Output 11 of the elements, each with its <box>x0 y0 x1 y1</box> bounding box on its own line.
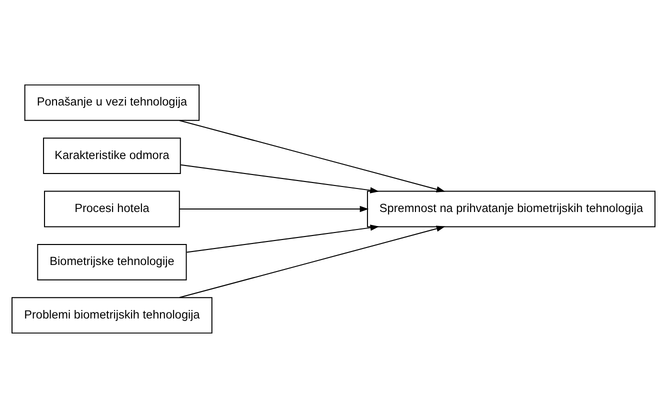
node-box: Karakteristike odmora <box>43 137 181 174</box>
arrow <box>178 205 369 212</box>
arrow <box>178 119 446 192</box>
arrow <box>186 224 380 252</box>
node-box: Ponašanje u vezi tehnologija <box>24 84 200 120</box>
arrow <box>178 225 446 298</box>
node-box: Biometrijske tehnologije <box>37 243 187 280</box>
arrow <box>180 164 380 193</box>
node-box: Procesi hotela <box>44 190 180 227</box>
node-box: Problemi biometrijskih tehnologija <box>12 296 212 334</box>
node-box: Spremnost na prihvatanje biometrijskih tehnologija <box>366 190 656 227</box>
